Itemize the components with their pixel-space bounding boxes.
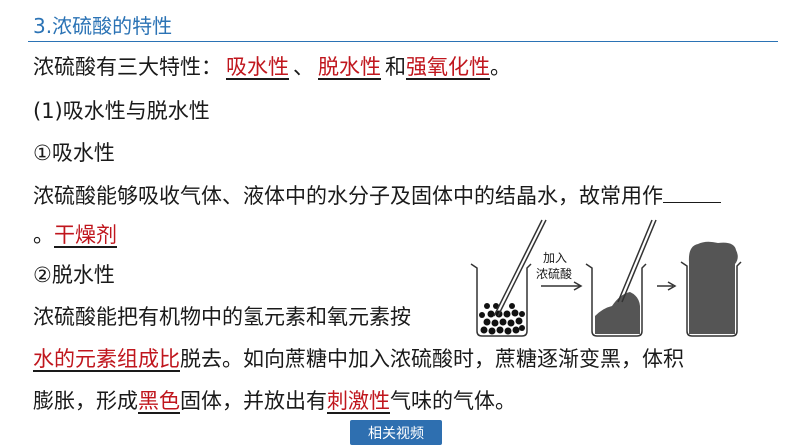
intro-line: 浓硫酸有三大特性：吸水性、脱水性和强氧化性。	[33, 52, 511, 82]
point2-answer-line: 水的元素组成比脱去。如向蔗糖中加入浓硫酸时，蔗糖逐渐变黑，体积	[33, 344, 684, 374]
answer-water-absorbing: 吸水性	[226, 55, 289, 79]
answer-irritating: 刺激性	[327, 389, 390, 413]
answer-desiccant: 干燥剂	[54, 223, 117, 247]
point2-after: 脱去。如向蔗糖中加入浓硫酸时，蔗糖逐渐变黑，体积	[180, 347, 684, 371]
beaker-3	[680, 241, 742, 337]
arrow-2	[657, 281, 677, 291]
intro-sep2: 和	[385, 55, 406, 79]
point1-text: 浓硫酸能够吸收气体、液体中的水分子及固体中的结晶水，故常用作	[33, 184, 663, 208]
point2-title: ②脱水性	[33, 263, 115, 287]
intro-suffix: 。	[490, 55, 511, 79]
figure-label-acid: 浓硫酸	[536, 266, 572, 281]
answer-black: 黑色	[138, 389, 180, 413]
fill-blank	[663, 180, 721, 203]
last-suffix: 气味的气体。	[390, 389, 516, 413]
section-title: 3.浓硫酸的特性	[33, 14, 173, 38]
beaker-1	[470, 219, 547, 337]
last-line: 膨胀，形成黑色固体，并放出有刺激性气味的气体。	[33, 386, 516, 416]
point2-text: 浓硫酸能把有机物中的氢元素和氧元素按	[33, 305, 411, 329]
title-divider	[28, 41, 778, 42]
last-middle: 固体，并放出有	[180, 389, 327, 413]
figure-label-add: 加入	[543, 251, 567, 265]
subsection-title: (1)吸水性与脱水性	[33, 99, 210, 123]
answer-strong-oxidizing: 强氧化性	[406, 55, 490, 79]
intro-prefix: 浓硫酸有三大特性：	[33, 55, 222, 79]
related-video-button[interactable]: 相关视频	[350, 420, 442, 445]
answer-dehydrating: 脱水性	[318, 55, 381, 79]
point1-title: ①吸水性	[33, 141, 115, 165]
last-prefix: 膨胀，形成	[33, 389, 138, 413]
point1-answer-line: 。干燥剂	[33, 220, 117, 250]
point1-tail-prefix: 。	[33, 223, 54, 247]
sucrose-dehydration-figure: 加入 浓硫酸	[470, 219, 742, 337]
arrow-1	[541, 281, 583, 291]
answer-water-ratio: 水的元素组成比	[33, 347, 180, 371]
intro-sep1: 、	[293, 55, 314, 79]
point1-text-line: 浓硫酸能够吸收气体、液体中的水分子及固体中的结晶水，故常用作	[33, 180, 721, 211]
beaker-2	[585, 219, 657, 337]
